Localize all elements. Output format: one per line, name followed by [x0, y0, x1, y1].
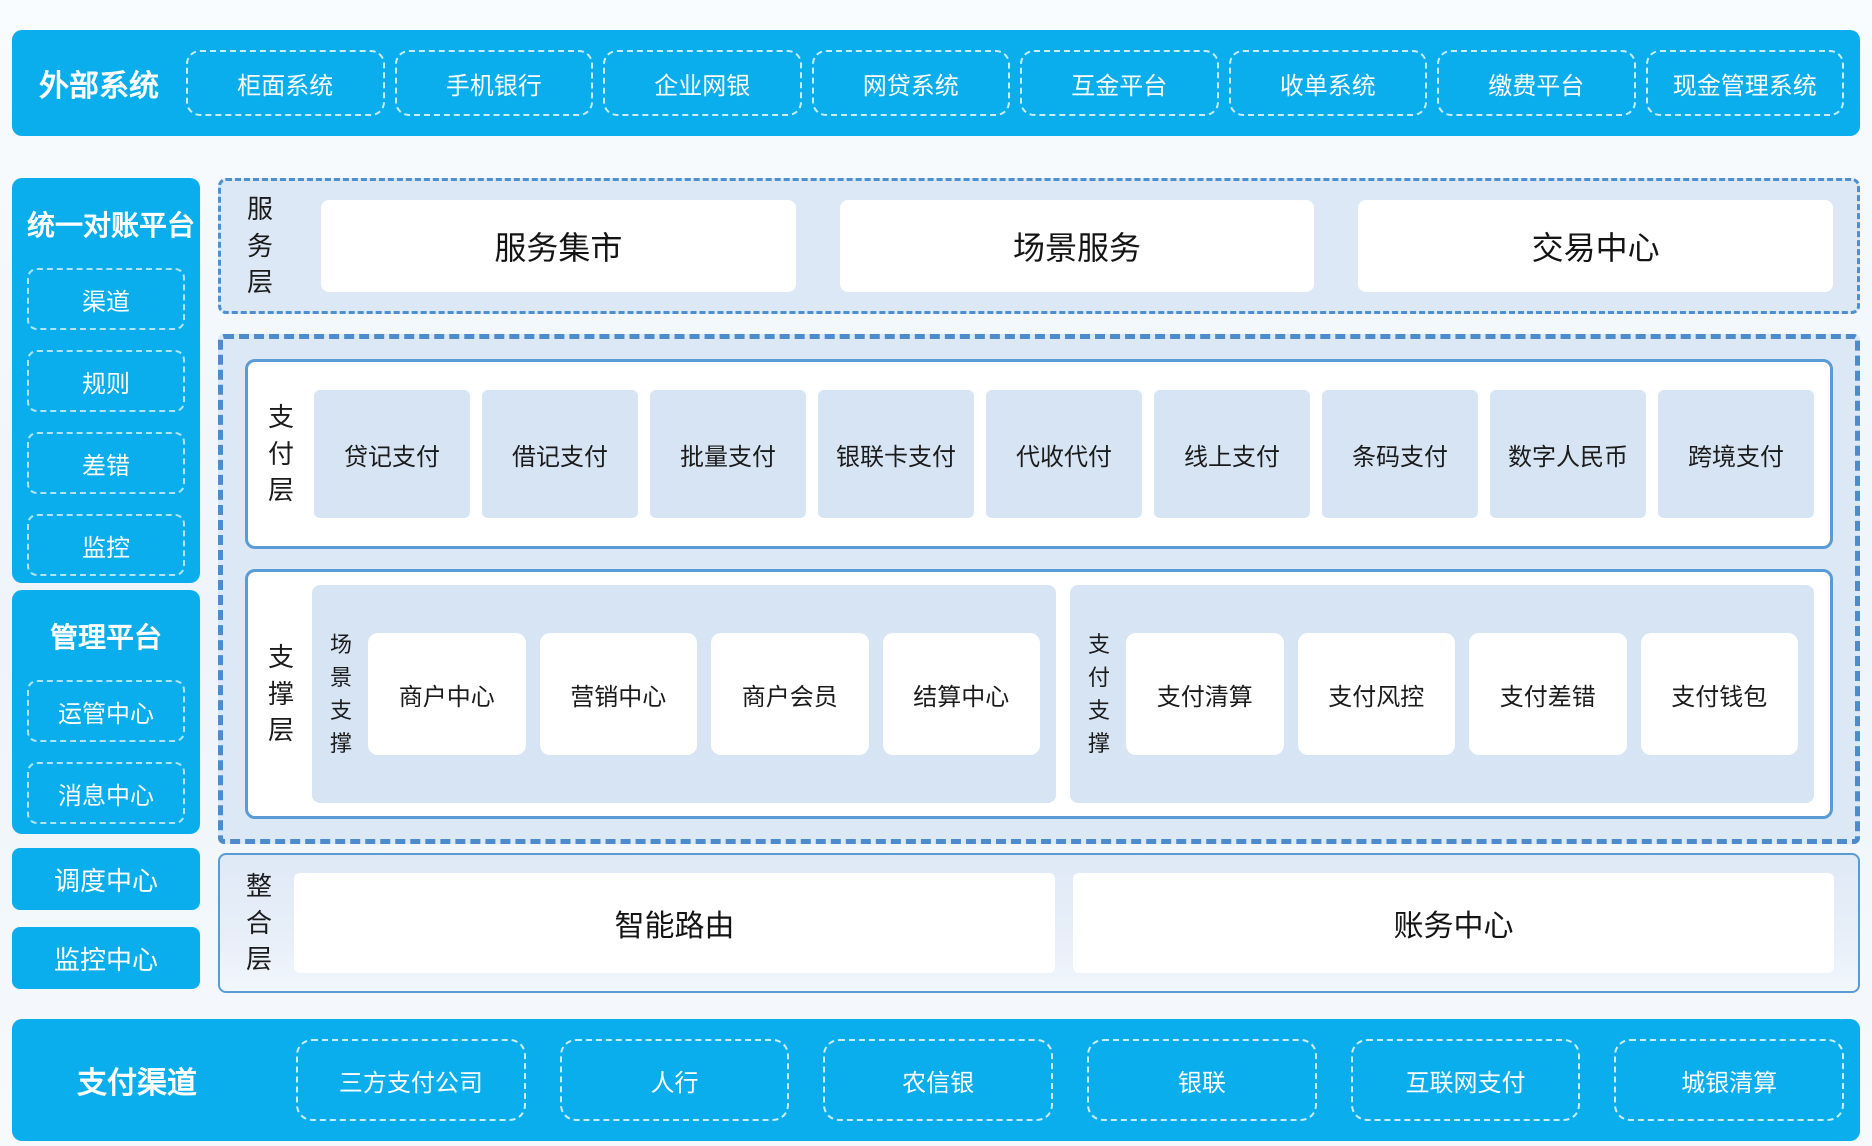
external-systems-title: 外部系统 — [39, 70, 159, 103]
payment-layer-item: 批量支付 — [650, 390, 806, 518]
payment-support-wrapper: 支付层 贷记支付 借记支付 批量支付 银联卡支付 代收代付 线上支付 条码支付 … — [218, 334, 1860, 844]
external-system-item: 柜面系统 — [186, 50, 385, 116]
payment-channels-bar: 支付渠道 三方支付公司 人行 农信银 银联 互联网支付 城银清算 — [12, 1019, 1860, 1141]
reconciliation-item: 监控 — [27, 514, 185, 576]
scene-support-label: 场景支撑 — [329, 632, 352, 756]
payment-channel-item: 三方支付公司 — [296, 1039, 526, 1121]
integration-layer-item: 智能路由 — [294, 873, 1055, 973]
payment-support-item: 支付风控 — [1297, 633, 1455, 755]
payment-layer-item: 条码支付 — [1322, 390, 1478, 518]
external-system-item: 缴费平台 — [1437, 50, 1636, 116]
external-system-item: 收单系统 — [1228, 50, 1427, 116]
middle-zone: 统一对账平台 渠道 规则 差错 监控 管理平台 运管中心 消息中心 调度中心 监… — [12, 178, 1860, 993]
monitor-center-box: 监控中心 — [12, 927, 200, 989]
service-layer-panel: 服务层 服务集市 场景服务 交易中心 — [218, 178, 1860, 314]
payment-support-item: 支付清算 — [1126, 633, 1284, 755]
payment-channel-item: 农信银 — [823, 1039, 1054, 1121]
reconciliation-platform-title: 统一对账平台 — [27, 210, 196, 241]
payment-support-item: 支付差错 — [1469, 633, 1627, 755]
management-platform-title: 管理平台 — [49, 622, 162, 653]
payment-layer-item: 跨境支付 — [1658, 390, 1814, 518]
scene-support-item: 商户会员 — [711, 633, 869, 755]
payment-channel-item: 银联 — [1087, 1039, 1317, 1121]
payment-support-label: 支付支撑 — [1087, 632, 1110, 756]
payment-channel-item: 城银清算 — [1614, 1039, 1845, 1121]
scene-support-item: 商户中心 — [368, 633, 526, 755]
management-platform-panel: 管理平台 运管中心 消息中心 — [12, 590, 200, 834]
external-system-item: 现金管理系统 — [1645, 50, 1844, 116]
integration-layer-label: 整合层 — [245, 870, 272, 975]
layered-architecture: 服务层 服务集市 场景服务 交易中心 支付层 贷记支付 借记支付 批量支付 银联… — [218, 178, 1860, 993]
external-system-item: 互金平台 — [1020, 50, 1219, 116]
reconciliation-item: 差错 — [27, 432, 185, 494]
payment-support-group: 支付支撑 支付清算 支付风控 支付差错 支付钱包 — [1070, 585, 1814, 803]
payment-layer-panel: 支付层 贷记支付 借记支付 批量支付 银联卡支付 代收代付 线上支付 条码支付 … — [245, 359, 1833, 549]
payment-layer-item: 贷记支付 — [314, 390, 470, 518]
service-layer-item: 交易中心 — [1358, 200, 1834, 292]
service-layer-item: 场景服务 — [839, 200, 1315, 292]
external-system-item: 网贷系统 — [811, 50, 1010, 116]
external-system-item: 企业网银 — [603, 50, 802, 116]
scene-support-item: 营销中心 — [539, 633, 697, 755]
support-layer-panel: 支撑层 场景支撑 商户中心 营销中心 商户会员 结算中心 支付支撑 支付清算 支… — [245, 569, 1833, 819]
integration-layer-item: 账务中心 — [1073, 873, 1834, 973]
payment-layer-item: 数字人民币 — [1490, 390, 1646, 518]
reconciliation-item: 渠道 — [27, 268, 185, 330]
left-sidebar: 统一对账平台 渠道 规则 差错 监控 管理平台 运管中心 消息中心 调度中心 监… — [12, 178, 200, 993]
external-system-item: 手机银行 — [394, 50, 593, 116]
payment-channels-title: 支付渠道 — [77, 1067, 197, 1100]
support-layer-label: 支撑层 — [267, 641, 294, 746]
dispatch-center-box: 调度中心 — [12, 848, 200, 910]
scene-support-item: 结算中心 — [882, 633, 1040, 755]
payment-channel-item: 互联网支付 — [1350, 1039, 1581, 1121]
payment-layer-label: 支付层 — [267, 401, 294, 506]
payment-layer-item: 借记支付 — [482, 390, 638, 518]
reconciliation-platform-panel: 统一对账平台 渠道 规则 差错 监控 — [12, 178, 200, 583]
management-item: 消息中心 — [27, 762, 185, 824]
payment-channel-item: 人行 — [559, 1039, 790, 1121]
service-layer-label: 服务层 — [246, 193, 273, 298]
payment-support-item: 支付钱包 — [1640, 633, 1798, 755]
payment-layer-item: 银联卡支付 — [818, 390, 974, 518]
reconciliation-item: 规则 — [27, 350, 185, 412]
external-systems-items: 柜面系统 手机银行 企业网银 网贷系统 互金平台 收单系统 缴费平台 现金管理系… — [186, 30, 1860, 136]
management-item: 运管中心 — [27, 680, 185, 742]
payment-layer-item: 线上支付 — [1154, 390, 1310, 518]
scene-support-group: 场景支撑 商户中心 营销中心 商户会员 结算中心 — [312, 585, 1056, 803]
payment-channels-items: 三方支付公司 人行 农信银 银联 互联网支付 城银清算 — [262, 1019, 1860, 1141]
payment-layer-item: 代收代付 — [986, 390, 1142, 518]
integration-layer-panel: 整合层 智能路由 账务中心 — [218, 853, 1860, 993]
external-systems-bar: 外部系统 柜面系统 手机银行 企业网银 网贷系统 互金平台 收单系统 缴费平台 … — [12, 30, 1860, 136]
service-layer-item: 服务集市 — [321, 200, 796, 292]
